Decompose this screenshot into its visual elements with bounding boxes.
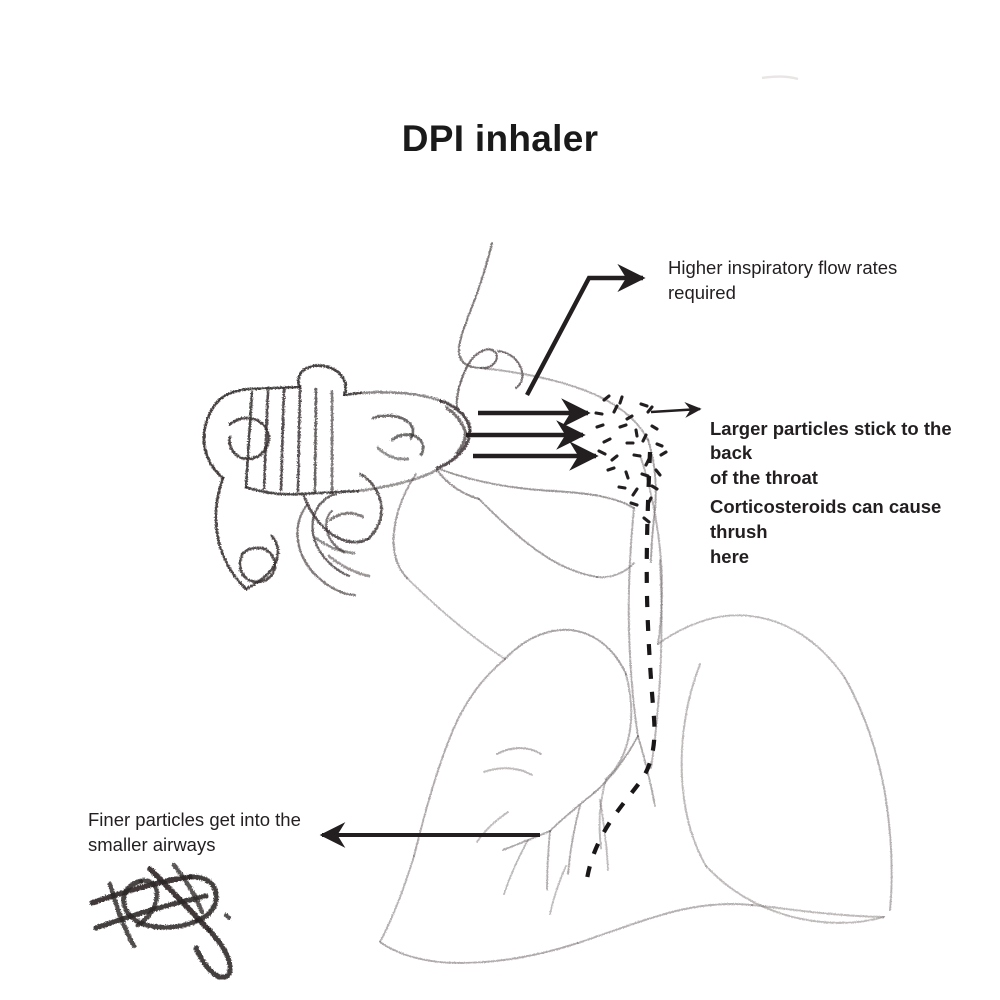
annotation-throat-line2: Corticosteroids can cause thrush here xyxy=(710,496,942,567)
bronchial-tree xyxy=(476,735,656,915)
jaw-and-cheek xyxy=(392,469,480,579)
dpi-inhaler-device xyxy=(217,364,443,496)
faint-smudge xyxy=(761,75,799,81)
callout-arrow-throat xyxy=(650,401,702,418)
shoulder-and-torso xyxy=(406,577,846,679)
particle-trail-dashed xyxy=(583,451,657,887)
annotation-throat-deposition: Larger particles stick to the back of th… xyxy=(710,392,998,594)
mouth-lips xyxy=(435,399,472,470)
head-profile xyxy=(455,241,524,409)
airflow-arrows xyxy=(466,398,599,471)
hand-grip xyxy=(202,398,425,591)
annotation-finer-particles: Finer particles get into the smaller air… xyxy=(88,809,301,855)
signature-scribble xyxy=(89,862,233,980)
page-title: DPI inhaler xyxy=(401,118,599,159)
annotation-throat-line1: Larger particles stick to the back of th… xyxy=(710,417,952,488)
lungs-outline xyxy=(379,628,893,964)
callout-arrow-inspiratory-flow xyxy=(525,263,646,397)
annotation-inspiratory-flow: Higher inspiratory flow rates required xyxy=(668,257,898,303)
